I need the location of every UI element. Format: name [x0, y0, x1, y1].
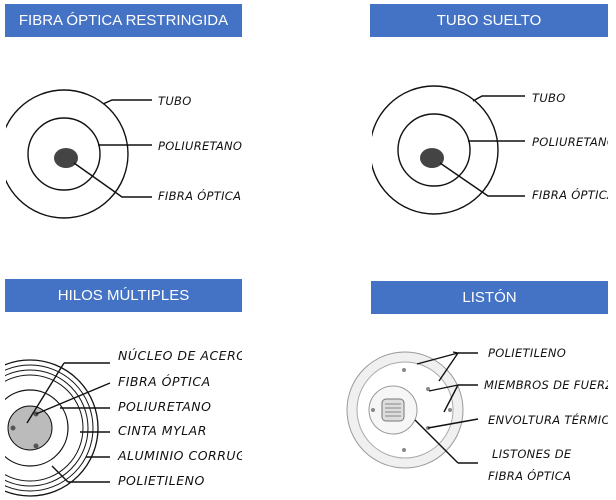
leader-polietileno-a — [416, 352, 459, 365]
leader-polietileno-b — [438, 352, 459, 382]
panel-title-loose-tube: TUBO SUELTO — [370, 4, 608, 37]
label-cinta-mylar: CINTA MYLAR — [118, 423, 207, 438]
label-listones-de: LISTONES DE — [492, 447, 572, 461]
leader-envoltura — [427, 418, 479, 429]
leader-fibra — [439, 162, 525, 197]
label-tubo: TUBO — [532, 91, 566, 105]
label-fibra-optica: FIBRA ÓPTICA — [118, 374, 211, 389]
panel-title-multiple-strands: HILOS MÚLTIPLES — [5, 279, 242, 312]
polyurethane-circle — [397, 113, 471, 187]
label-aluminio-corrugado: ALUMINIO CORRUGADO — [117, 448, 276, 463]
outer-tube-circle — [372, 85, 499, 215]
ribbon-diagram: POLIETILENO MIEMBROS DE FUERZA ENVOLTURA… — [346, 346, 616, 483]
leader-polietileno — [51, 465, 69, 483]
fiber-core — [420, 148, 444, 168]
label-polietileno: POLIETILENO — [488, 346, 566, 360]
label-nucleo-de-acero: NÚCLEO DE ACERO — [118, 348, 247, 363]
leader-fibra — [73, 162, 152, 198]
leader-tubo — [102, 99, 152, 105]
loose-tube-diagram: TUBO POLIURETANO FIBRA ÓPTICA — [372, 85, 616, 215]
label-miembros-de-fuerza: MIEMBROS DE FUERZA — [484, 378, 616, 392]
label-fibra-optica: FIBRA ÓPTICA — [158, 188, 241, 203]
leader-nucleo — [26, 362, 65, 424]
label-fibra-optica: FIBRA ÓPTICA — [532, 187, 615, 202]
leader-listones — [414, 419, 459, 464]
leader-miembros-b — [443, 384, 459, 413]
fiber-ribbon-stack — [381, 398, 405, 422]
label-poliuretano: POLIURETANO — [118, 399, 212, 414]
label-polietileno: POLIETILENO — [118, 473, 205, 488]
panel-title-ribbon: LISTÓN — [371, 281, 608, 314]
restricted-fiber-diagram: TUBO POLIURETANO FIBRA ÓPTICA — [6, 89, 242, 219]
panel-title-restricted-fiber: FIBRA ÓPTICA RESTRINGIDA — [5, 4, 242, 37]
leader-fibra — [35, 382, 111, 415]
label-envoltura-termica: ENVOLTURA TÉRMICA — [488, 412, 616, 427]
label-tubo: TUBO — [158, 94, 192, 108]
label-fibra-optica: FIBRA ÓPTICA — [488, 468, 571, 483]
fiber-core — [54, 148, 78, 168]
leader-tubo — [472, 95, 525, 102]
outer-tube-circle — [6, 89, 129, 219]
label-poliuretano: POLIURETANO — [532, 135, 616, 149]
leader-miembros-a — [428, 384, 459, 392]
multiple-strands-diagram: NÚCLEO DE ACERO FIBRA ÓPTICA POLIURETANO… — [5, 348, 276, 497]
label-poliuretano: POLIURETANO — [158, 139, 242, 153]
polyurethane-circle — [27, 117, 101, 191]
